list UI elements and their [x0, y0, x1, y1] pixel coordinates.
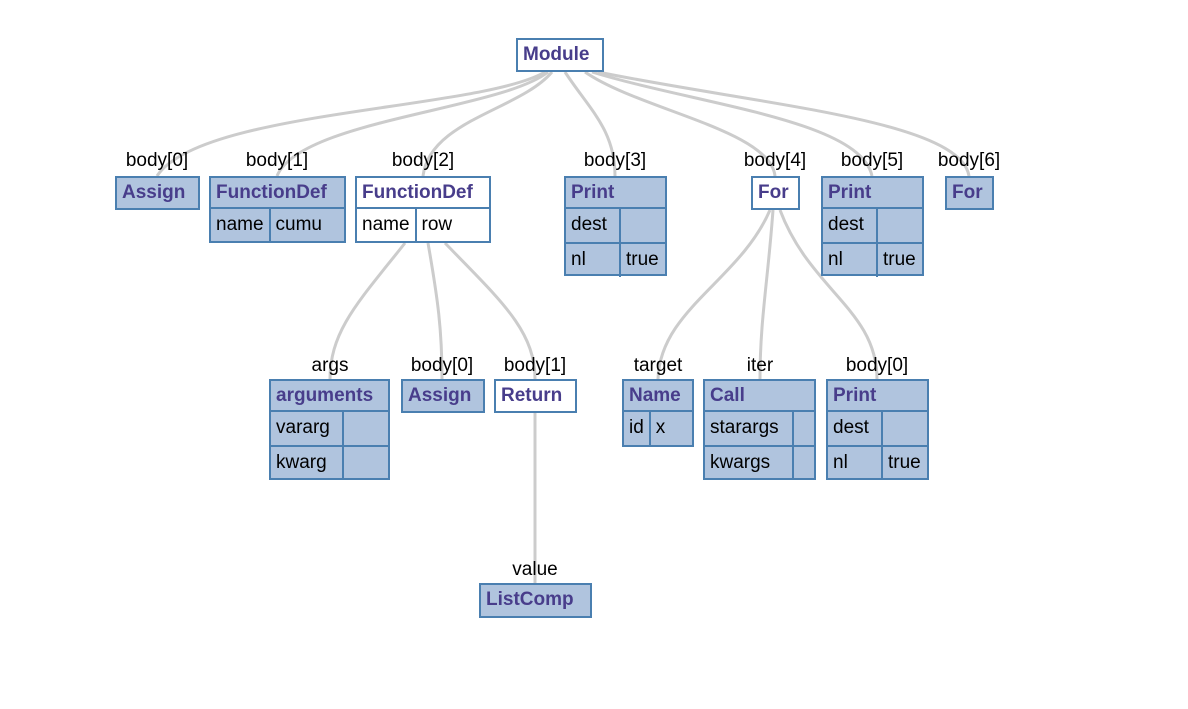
- edge-module-body5: [591, 70, 874, 177]
- functiondef-node[interactable]: FunctionDef name cumu: [209, 176, 346, 243]
- node-title: Return: [501, 385, 563, 406]
- field-value: [794, 447, 814, 480]
- field-row: kwargs: [705, 445, 814, 480]
- field-key: vararg: [271, 412, 344, 445]
- node-title: For: [952, 182, 983, 203]
- listcomp-node[interactable]: ListComp: [479, 583, 592, 618]
- edge-funcdef-body1: [443, 241, 537, 380]
- field-value: cumu: [275, 214, 322, 235]
- field-key: dest: [823, 209, 878, 242]
- field-key: nl: [566, 244, 621, 277]
- return-node-expanded[interactable]: Return: [494, 379, 577, 413]
- edge-module-body1: [275, 70, 549, 177]
- node-title: Assign: [122, 182, 186, 203]
- edge-funcdef-args: [328, 242, 407, 380]
- field-value: x: [655, 417, 666, 438]
- edge-label-body0: body[0]: [410, 355, 474, 376]
- edge-for-body0: [778, 209, 879, 380]
- field-row: nl true: [566, 242, 665, 277]
- assign-node[interactable]: Assign: [115, 176, 200, 210]
- edge-label-body0: body[0]: [845, 355, 909, 376]
- field-value: [621, 209, 665, 242]
- edge-label-iter: iter: [746, 355, 774, 376]
- node-title: Print: [828, 182, 872, 203]
- node-title: arguments: [276, 385, 374, 406]
- field-value: true: [626, 249, 659, 270]
- field-row: id x: [624, 410, 692, 445]
- node-title: FunctionDef: [216, 182, 327, 203]
- node-title: ListComp: [486, 589, 574, 610]
- field-key: nl: [828, 447, 883, 480]
- field-value: [878, 209, 922, 242]
- print-node[interactable]: Print dest nl true: [564, 176, 667, 277]
- field-row: vararg: [271, 410, 388, 445]
- edge-label-body1: body[1]: [503, 355, 567, 376]
- field-value: row: [421, 214, 453, 235]
- field-value: [794, 412, 814, 445]
- arguments-node[interactable]: arguments vararg kwarg: [269, 379, 390, 480]
- edge-label-body3: body[3]: [583, 150, 647, 171]
- field-key: dest: [566, 209, 621, 242]
- node-title: Name: [629, 385, 681, 406]
- node-title: Call: [710, 385, 745, 406]
- field-value: [344, 412, 388, 445]
- field-row: kwarg: [271, 445, 388, 480]
- edge-label-body6: body[6]: [937, 150, 1001, 171]
- field-key: kwarg: [271, 447, 344, 480]
- node-title: Print: [571, 182, 615, 203]
- name-node[interactable]: Name id x: [622, 379, 694, 447]
- functiondef-node-expanded[interactable]: FunctionDef name row: [355, 176, 491, 243]
- node-title: For: [758, 182, 789, 203]
- field-row: name cumu: [211, 207, 344, 242]
- field-value: true: [883, 249, 916, 270]
- call-node[interactable]: Call starargs kwargs: [703, 379, 816, 480]
- edge-for-target: [656, 209, 772, 380]
- edge-label-value: value: [512, 559, 558, 580]
- field-key: id: [624, 412, 651, 445]
- edge-label-body4: body[4]: [743, 150, 807, 171]
- print-node[interactable]: Print dest nl true: [821, 176, 924, 277]
- field-row: name row: [357, 207, 489, 242]
- field-value: [883, 412, 927, 445]
- edge-label-target: target: [633, 355, 683, 376]
- field-row: dest: [828, 410, 927, 445]
- field-row: nl true: [828, 445, 927, 480]
- edge-module-body6: [597, 70, 971, 177]
- node-title: FunctionDef: [362, 182, 473, 203]
- print-node[interactable]: Print dest nl true: [826, 379, 929, 480]
- node-title: Print: [833, 385, 877, 406]
- edge-label-body2: body[2]: [391, 150, 455, 171]
- field-key: name: [357, 209, 417, 242]
- edge-label-args: args: [311, 355, 349, 376]
- node-title: Module: [523, 44, 590, 65]
- edge-label-body0: body[0]: [125, 150, 189, 171]
- field-value: true: [888, 452, 921, 473]
- field-key: name: [211, 209, 271, 242]
- edge-module-body3: [563, 71, 617, 177]
- edge-module-body4: [584, 70, 777, 177]
- edge-module-body0: [155, 70, 546, 177]
- node-title: Assign: [408, 385, 472, 406]
- field-row: starargs: [705, 410, 814, 445]
- edge-label-body5: body[5]: [840, 150, 904, 171]
- assign-node[interactable]: Assign: [401, 379, 485, 413]
- for-node[interactable]: For: [945, 176, 994, 210]
- for-node-expanded[interactable]: For: [751, 176, 800, 210]
- edge-for-iter: [758, 209, 775, 380]
- edge-module-body2: [421, 71, 554, 177]
- edge-funcdef-body0: [426, 242, 444, 380]
- field-value: [344, 447, 388, 480]
- field-key: nl: [823, 244, 878, 277]
- field-key: starargs: [705, 412, 794, 445]
- field-key: dest: [828, 412, 883, 445]
- edge-label-body1: body[1]: [245, 150, 309, 171]
- module-node[interactable]: Module: [516, 38, 604, 72]
- field-row: dest: [823, 207, 922, 242]
- field-key: kwargs: [705, 447, 794, 480]
- field-row: dest: [566, 207, 665, 242]
- field-row: nl true: [823, 242, 922, 277]
